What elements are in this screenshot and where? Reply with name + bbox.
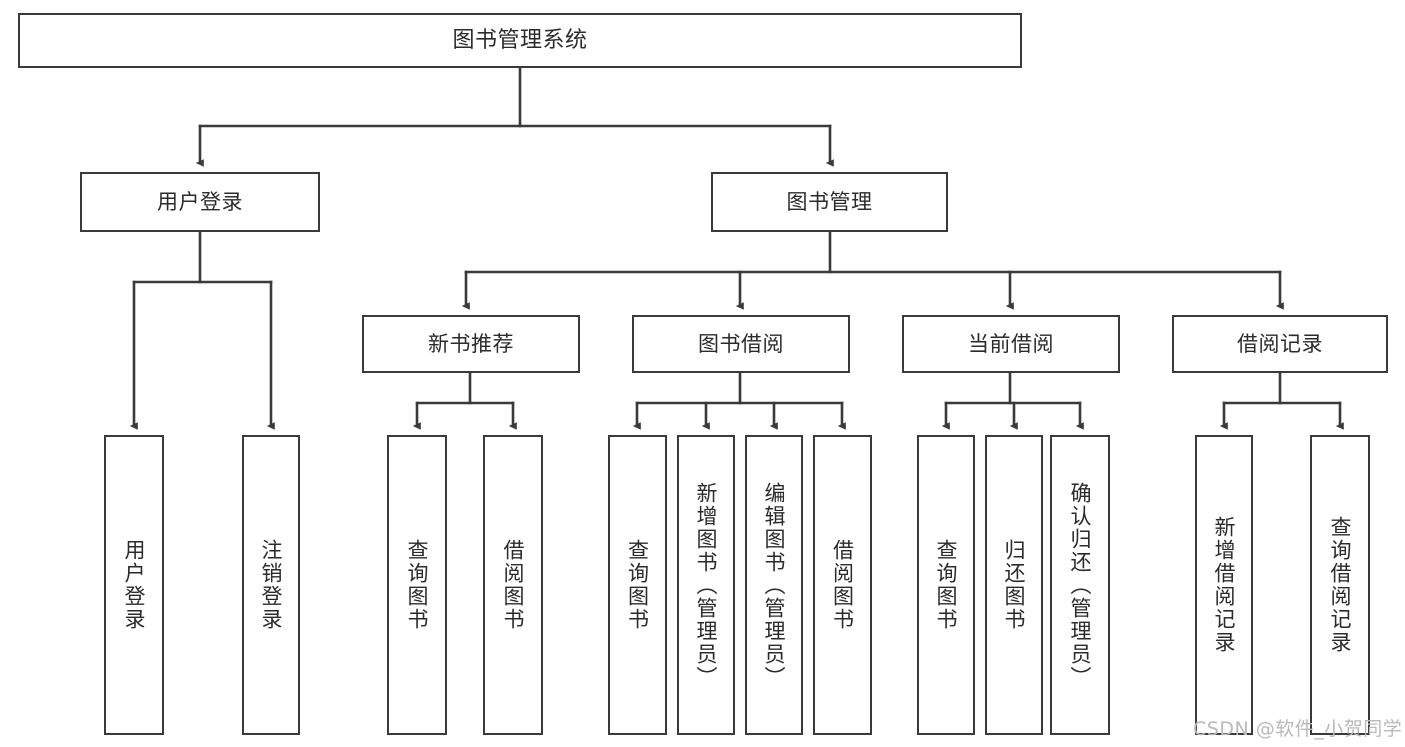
node-leaf-return-book-label: 归还图书 — [1002, 539, 1027, 631]
node-leaf-add-record-label: 新增借阅记录 — [1212, 516, 1237, 654]
node-leaf-edit-book-label: 编辑图书（管理员） — [762, 481, 787, 689]
node-leaf-borrow-book-2-label: 借阅图书 — [830, 539, 855, 631]
node-leaf-logout-login[interactable]: 注销登录 — [242, 435, 300, 735]
node-leaf-return-book[interactable]: 归还图书 — [985, 435, 1043, 735]
node-leaf-logout-login-label: 注销登录 — [259, 539, 284, 631]
node-book-borrow-label: 图书借阅 — [698, 331, 784, 356]
node-book-manage[interactable]: 图书管理 — [711, 172, 948, 232]
node-leaf-confirm-return[interactable]: 确认归还（管理员） — [1050, 435, 1110, 735]
node-new-book-rec[interactable]: 新书推荐 — [362, 315, 580, 373]
node-leaf-query-book-1-label: 查询图书 — [405, 539, 430, 631]
node-leaf-query-book-2[interactable]: 查询图书 — [608, 435, 667, 735]
node-new-book-rec-label: 新书推荐 — [428, 331, 514, 356]
node-leaf-query-book-3[interactable]: 查询图书 — [917, 435, 975, 735]
node-leaf-user-login-label: 用户登录 — [122, 539, 147, 631]
node-leaf-query-record[interactable]: 查询借阅记录 — [1310, 435, 1370, 735]
node-leaf-borrow-book-2[interactable]: 借阅图书 — [813, 435, 872, 735]
csdn-watermark: CSDN @软件_小贺同学 — [1193, 718, 1403, 740]
node-borrow-record-label: 借阅记录 — [1237, 331, 1323, 356]
node-root[interactable]: 图书管理系统 — [18, 13, 1022, 68]
node-leaf-edit-book[interactable]: 编辑图书（管理员） — [745, 435, 803, 735]
node-leaf-user-login[interactable]: 用户登录 — [104, 435, 164, 735]
node-leaf-add-record[interactable]: 新增借阅记录 — [1195, 435, 1253, 735]
node-leaf-confirm-return-label: 确认归还（管理员） — [1068, 481, 1093, 689]
node-user-login[interactable]: 用户登录 — [80, 172, 320, 232]
node-leaf-query-record-label: 查询借阅记录 — [1328, 516, 1353, 654]
node-user-login-label: 用户登录 — [157, 189, 243, 214]
node-root-label: 图书管理系统 — [452, 27, 588, 53]
node-leaf-query-book-2-label: 查询图书 — [625, 539, 650, 631]
node-current-borrow-label: 当前借阅 — [968, 331, 1054, 356]
node-leaf-borrow-book-1[interactable]: 借阅图书 — [483, 435, 543, 735]
node-leaf-add-book[interactable]: 新增图书（管理员） — [677, 435, 735, 735]
node-borrow-record[interactable]: 借阅记录 — [1172, 315, 1388, 373]
node-book-borrow[interactable]: 图书借阅 — [632, 315, 850, 373]
node-leaf-borrow-book-1-label: 借阅图书 — [501, 539, 526, 631]
node-leaf-query-book-3-label: 查询图书 — [934, 539, 959, 631]
node-current-borrow[interactable]: 当前借阅 — [902, 315, 1120, 373]
node-leaf-add-book-label: 新增图书（管理员） — [694, 481, 719, 689]
node-leaf-query-book-1[interactable]: 查询图书 — [387, 435, 447, 735]
node-book-manage-label: 图书管理 — [786, 189, 873, 214]
